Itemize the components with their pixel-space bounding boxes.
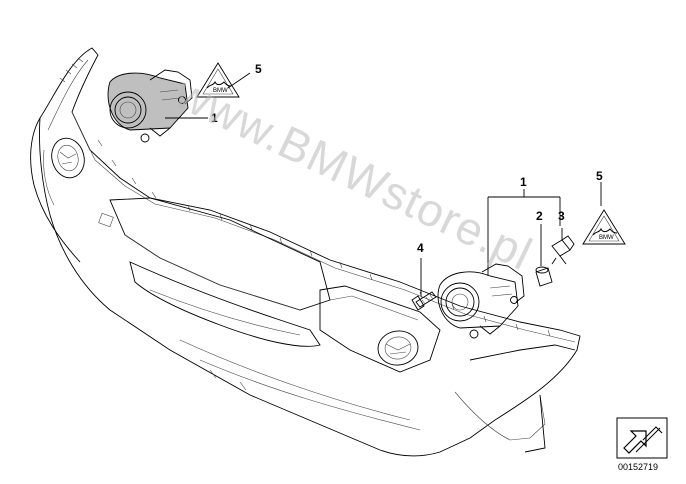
callout-bulb: 3 bbox=[558, 209, 565, 223]
callout-right-label: 5 bbox=[596, 169, 603, 183]
bulb-icon bbox=[551, 235, 575, 265]
callout-bulb-socket: 2 bbox=[536, 209, 543, 223]
warning-label-icon: BMW bbox=[582, 209, 626, 245]
svg-text:BMW: BMW bbox=[213, 88, 228, 94]
watermark: www.BMWstore.pl bbox=[167, 66, 541, 280]
svg-text:BMW: BMW bbox=[599, 235, 614, 241]
arrow-stamp-icon bbox=[616, 417, 668, 459]
callout-left-lamp: 1 bbox=[211, 111, 218, 125]
leader-lines bbox=[165, 72, 602, 296]
callout-right-lamp: 1 bbox=[520, 175, 527, 189]
fog-lamp-icon bbox=[437, 263, 525, 339]
front-bumper bbox=[30, 47, 581, 457]
part-number: 00152719 bbox=[618, 462, 658, 472]
warning-label-icon: BMW bbox=[196, 62, 240, 98]
callout-screw: 4 bbox=[417, 241, 424, 255]
screw-icon bbox=[411, 291, 437, 311]
callout-left-label: 5 bbox=[255, 62, 262, 76]
bulb-socket-icon bbox=[535, 266, 553, 287]
fog-lamp-icon bbox=[107, 69, 193, 143]
